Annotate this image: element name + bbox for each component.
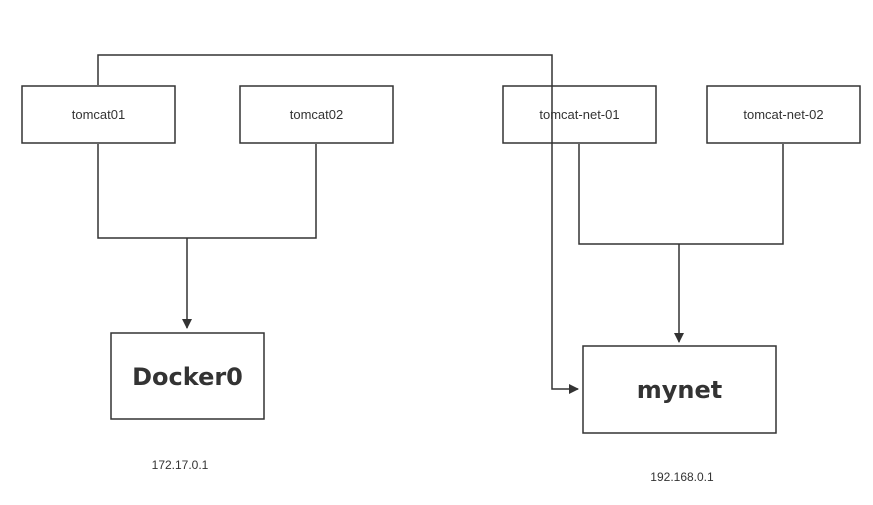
- docker0-box: [110, 332, 265, 420]
- tomcat01-label: tomcat01: [72, 107, 125, 122]
- node-tomcat-net-01: tomcat-net-01: [502, 85, 657, 144]
- node-docker0: Docker0: [110, 332, 265, 420]
- mynet-label: mynet: [637, 376, 723, 404]
- tomcat02-box: [239, 85, 394, 144]
- connectors: [97, 54, 784, 394]
- tomcat02-label: tomcat02: [290, 107, 343, 122]
- node-tomcat01: tomcat01: [21, 85, 176, 144]
- mynet-ip-label: 192.168.0.1: [650, 470, 714, 484]
- docker0-ip-label: 172.17.0.1: [152, 458, 209, 472]
- tomcat01-to-mynet-connector: [97, 54, 579, 394]
- tomcat-net-02-label: tomcat-net-02: [743, 107, 823, 122]
- mynet-box: [582, 345, 777, 434]
- tomcat-net-01-box: [502, 85, 657, 144]
- node-mynet: mynet: [582, 345, 777, 434]
- tomcat-net-bus-line: [578, 144, 784, 245]
- tomcat01-bus-line: [97, 144, 317, 239]
- node-tomcat02: tomcat02: [239, 85, 394, 144]
- node-tomcat-net-02: tomcat-net-02: [706, 85, 861, 144]
- tomcat-net-02-box: [706, 85, 861, 144]
- tomcat-net-01-label: tomcat-net-01: [539, 107, 619, 122]
- docker0-label: Docker0: [132, 363, 243, 391]
- tomcat01-box: [21, 85, 176, 144]
